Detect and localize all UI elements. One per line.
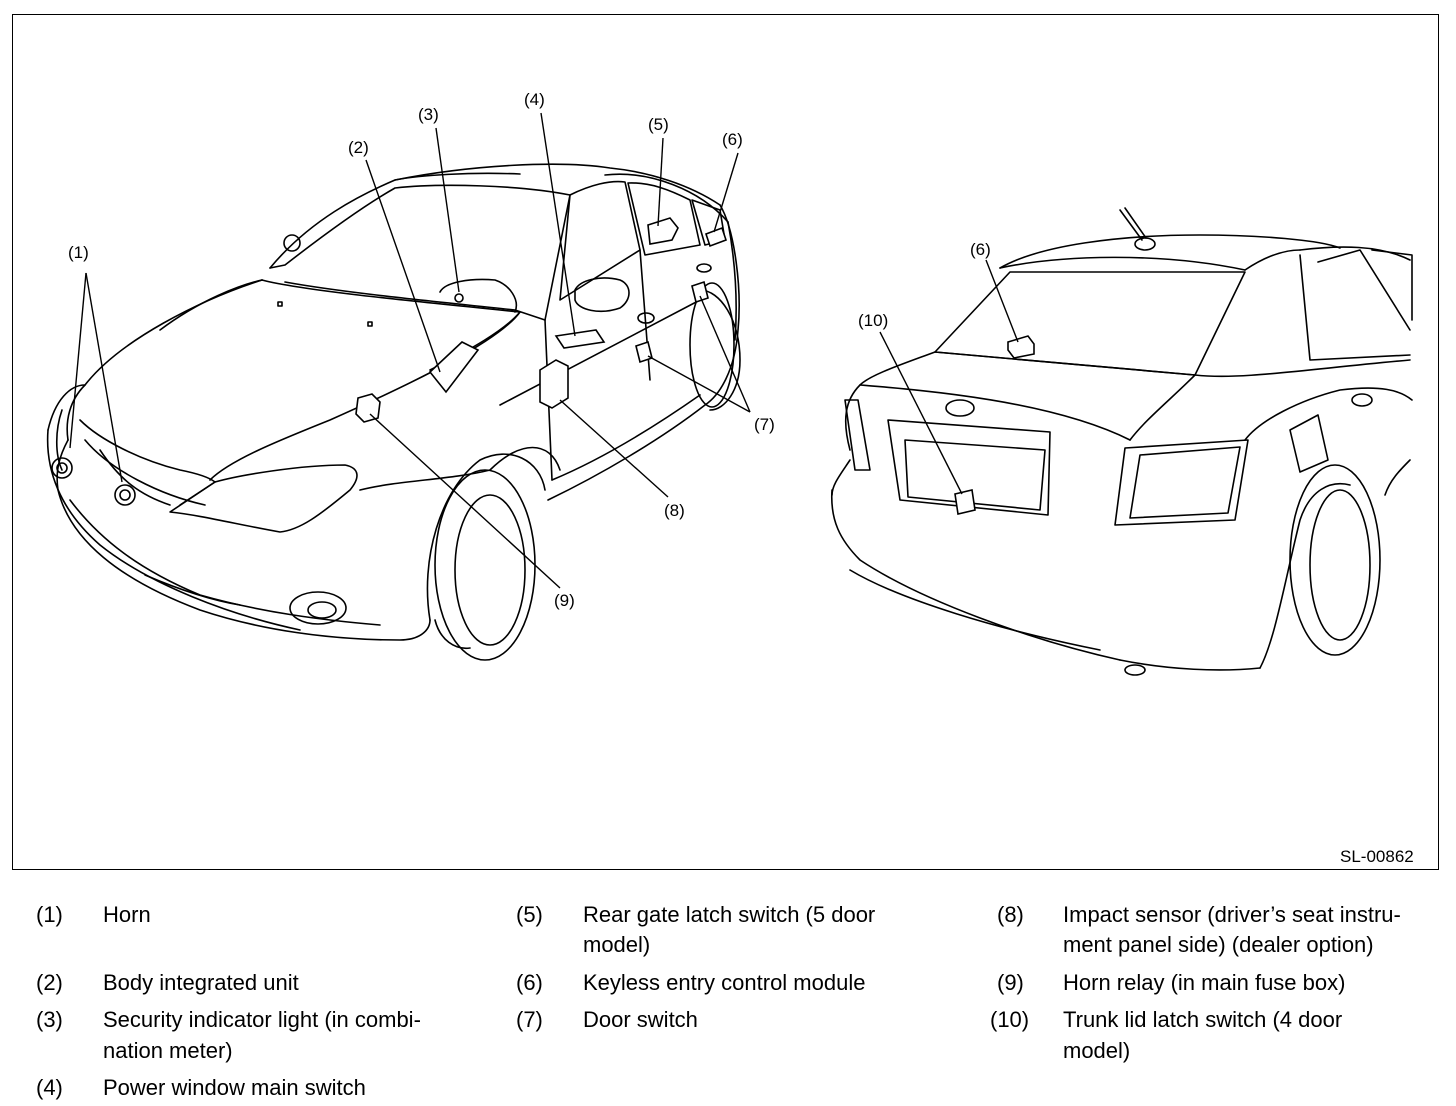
legend-text: Security indicator light (in combi- [103,1007,421,1032]
trunk-lid-latch-switch-marker [954,489,976,515]
legend-text: Horn relay (in main fuse box) [1063,970,1346,995]
legend-text: Door switch [583,1007,698,1032]
legend-number: (7) [516,1007,543,1032]
door-switch-marker-front [635,340,653,364]
callout-labels: (1) (2) (3) (4) (5) (6) (7) (8) (9) (6) … [68,90,1414,866]
legend-text-continued: nation meter) [103,1038,233,1063]
callout-10: (10) [858,311,888,330]
callout-1: (1) [68,243,89,262]
rear-car-components [954,335,1035,515]
legend-text: Rear gate latch switch (5 door [583,902,876,927]
legend-number: (5) [516,902,543,927]
front-car-illustration [46,163,741,661]
impact-sensor-marker [539,359,569,409]
figure-id: SL-00862 [1340,847,1414,866]
front-car-leaders [69,112,751,589]
callout-5: (5) [648,115,669,134]
legend-number: (3) [36,1007,63,1032]
front-car-components [355,217,728,423]
rear-car-leaders [879,259,1019,495]
callout-2: (2) [348,138,369,157]
door-switch-marker-rear [691,280,709,304]
keyless-module-marker-rear [1007,335,1035,359]
legend-number: (1) [36,902,63,927]
power-window-switch-marker [554,329,606,349]
legend-number: (8) [997,902,1024,927]
diagram-frame [12,14,1439,870]
legend-text-continued: model) [583,932,651,957]
legend-text: Body integrated unit [103,970,299,995]
legend-text: Trunk lid latch switch (4 door [1063,1007,1343,1032]
callout-6-rear: (6) [970,240,991,259]
legend-text: Power window main switch [103,1075,366,1100]
body-integrated-unit-marker [428,341,480,394]
horn-relay-marker [355,393,381,423]
legend-text: Impact sensor (driver’s seat instru- [1063,902,1401,927]
rear-gate-latch-switch-marker [647,217,679,245]
legend-text: Horn [103,902,151,927]
callout-3: (3) [418,105,439,124]
callout-6-front: (6) [722,130,743,149]
legend-number: (10) [990,1007,1030,1032]
legend-number: (6) [516,970,543,995]
callout-9: (9) [554,591,575,610]
callout-8: (8) [664,501,685,520]
rear-car-illustration [830,207,1413,676]
keyless-module-marker-front [704,226,728,248]
callout-7: (7) [754,415,775,434]
callout-4: (4) [524,90,545,109]
car-diagram: (1) (2) (3) (4) (5) (6) (7) (8) (9) (6) … [46,90,1414,866]
legend-number: (2) [36,970,63,995]
legend-text-continued: model) [1063,1038,1131,1063]
legend-number: (4) [36,1075,63,1100]
legend-text: Keyless entry control module [583,970,866,995]
legend-text-continued: ment panel side) (dealer option) [1063,932,1374,957]
legend-number: (9) [997,970,1024,995]
